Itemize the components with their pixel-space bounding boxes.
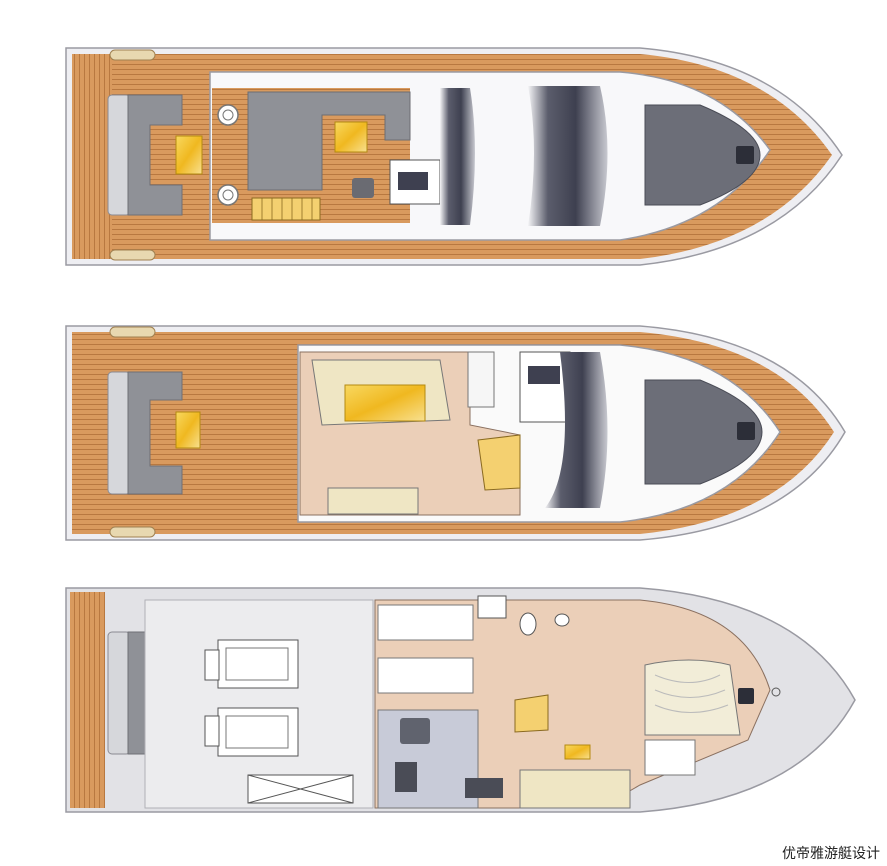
bbq-grill-icon [217,104,239,126]
hardtop-glass [528,86,608,226]
forward-wardrobe [644,739,696,776]
salon-table [344,384,426,422]
flybridge-plan [65,47,843,266]
dinette-sofa [519,769,631,809]
galley-sink [400,718,430,744]
windlass-icon [736,146,754,164]
aft-sunpad-frame [107,371,131,495]
guest-berth-lower [377,657,474,694]
flybridge-table [334,121,368,153]
main-deck-plan [65,325,846,541]
toilet-icon [519,612,537,636]
bow-thruster-icon [771,687,781,697]
wardrobe [477,595,507,619]
guest-berth-upper [377,604,474,641]
helm-seat [352,178,374,198]
windlass-icon [737,422,755,440]
stern-cleat [109,249,156,261]
foredeck-hatch [644,104,761,206]
galley-counter [467,351,495,408]
swim-platform-teak [70,592,105,808]
bbq-grill-icon [222,189,234,201]
berth-linen [654,674,729,713]
bbq-grill-icon [217,184,239,206]
cockpit-table [175,411,201,449]
engine-port [204,639,299,689]
cockpit-sofa [127,371,183,495]
stern-cleat [109,326,156,338]
generator-cross [247,774,354,804]
design-caption: 优帝雅游艇设计 [782,846,880,862]
aft-sunpad-frame [107,631,131,755]
cooktop [465,778,503,798]
foredeck-hatch [644,379,763,485]
lower-stairs [514,694,549,733]
helm-instruments [398,172,428,190]
windscreen [545,352,608,508]
aft-sofa [127,94,183,216]
aft-table [175,135,203,175]
stair-treads [261,198,313,220]
windscreen [440,88,475,225]
bbq-grill-icon [222,109,234,121]
aft-deck-teak [72,54,112,259]
cooktop [395,762,417,792]
stern-cleat [109,526,156,538]
lower-deck-plan [65,587,856,813]
companionway-stairs [477,434,521,491]
anchor-locker-icon [738,688,754,704]
salon-settee [327,487,419,515]
stern-cleat [109,49,156,61]
dinette-table [564,744,591,760]
flybridge-stairs [251,197,321,221]
engine-starboard [204,707,299,757]
washbasin-icon [554,613,570,627]
engine-room [144,599,374,809]
aft-sunpad-frame [107,94,131,216]
flybridge-l-sofa [247,91,411,191]
helm-instruments [528,366,560,384]
